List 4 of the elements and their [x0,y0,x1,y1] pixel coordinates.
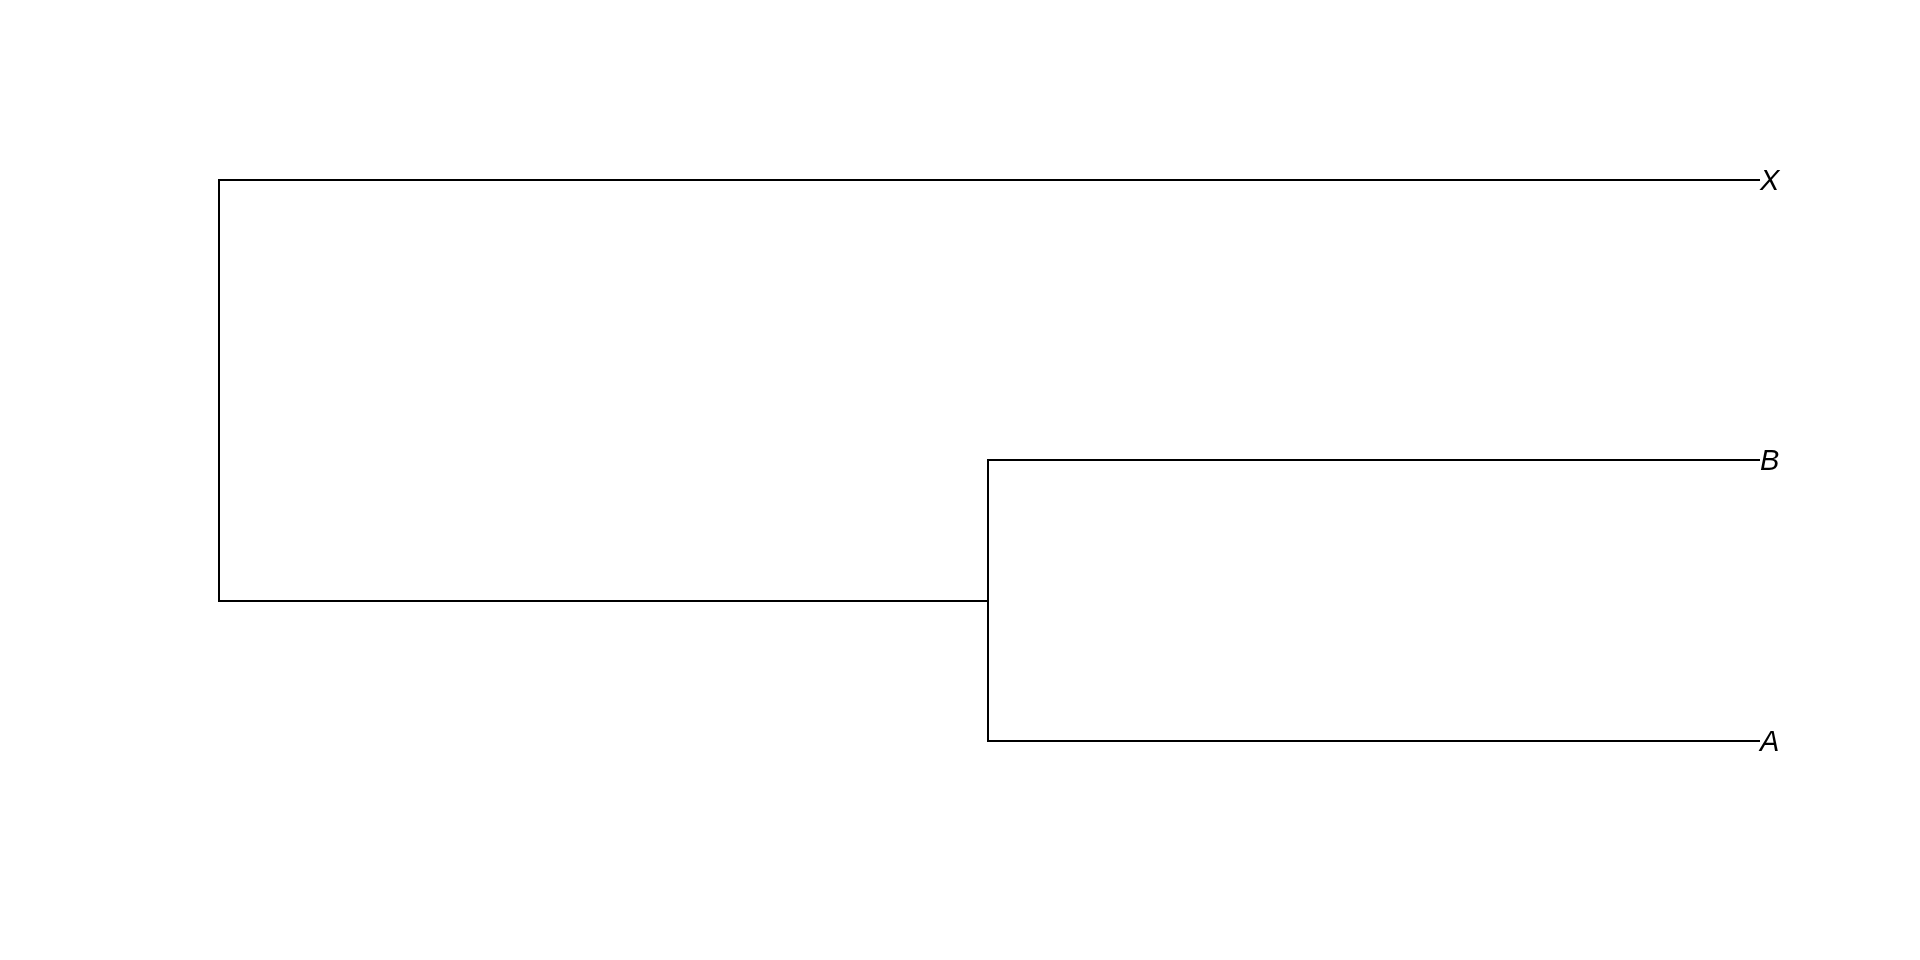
tree-branch [987,459,1761,742]
leaf-label: A [1760,724,1780,758]
leaf-label: B [1760,443,1780,477]
leaf-label: X [1760,163,1780,197]
